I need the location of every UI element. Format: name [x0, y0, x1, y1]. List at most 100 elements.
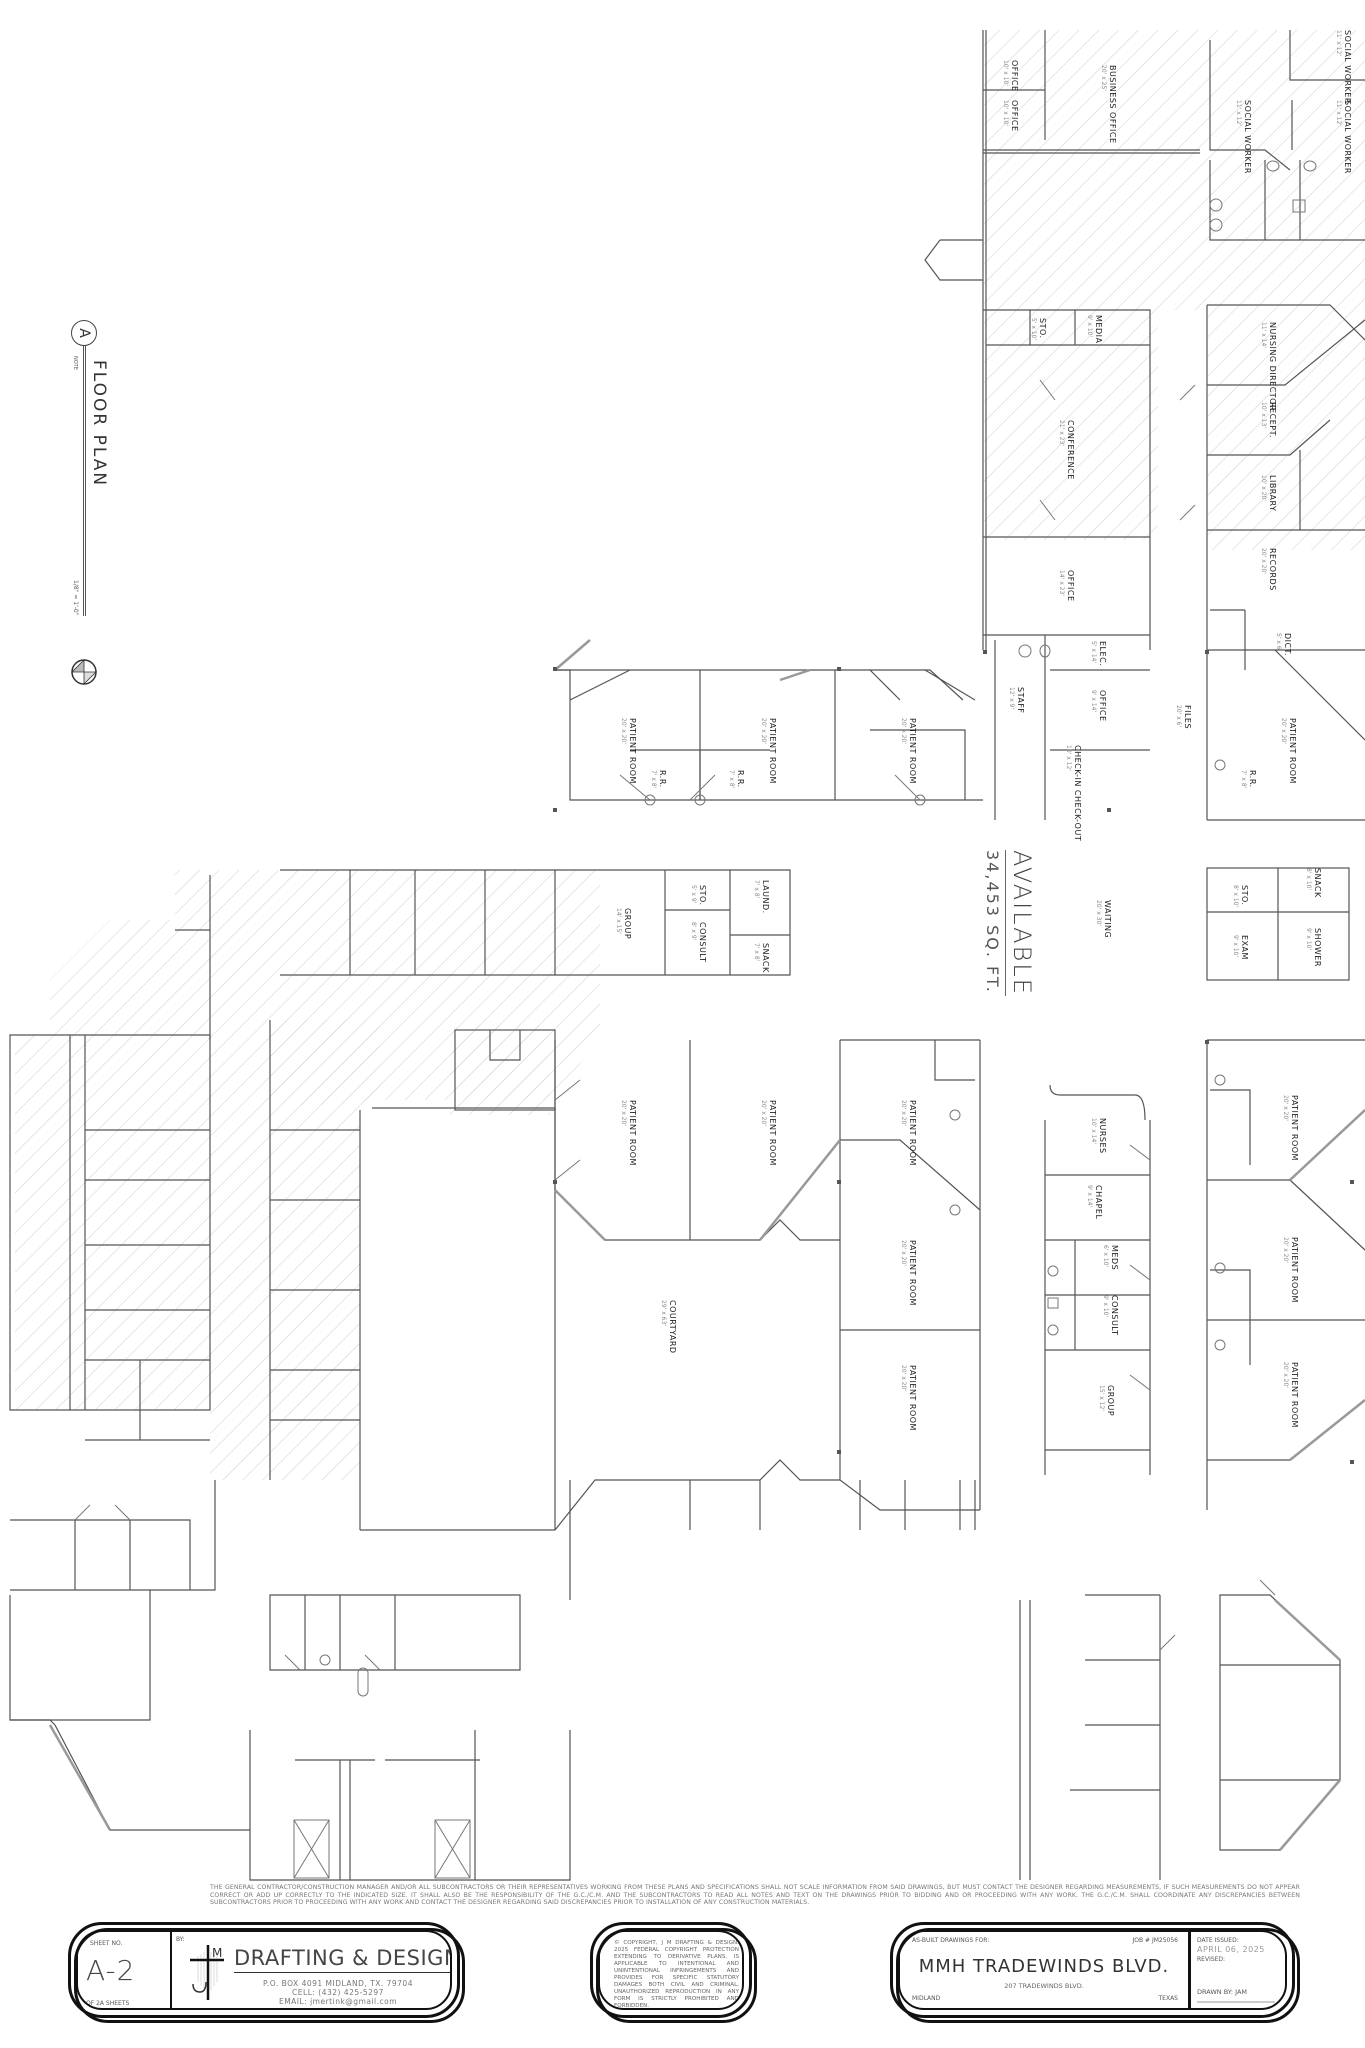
view-title: FLOOR PLAN: [89, 360, 109, 488]
title-underline: [83, 346, 86, 616]
door-swings: [74, 379, 1276, 1671]
svg-text:20' x 20': 20' x 20': [1280, 718, 1287, 744]
svg-text:M: M: [212, 1946, 222, 1960]
svg-text:PATIENT ROOM: PATIENT ROOM: [908, 1365, 917, 1431]
svg-text:12' x 9': 12' x 9': [1008, 687, 1015, 709]
dates-cell: DATE ISSUED: APRIL 06, 2025 REVISED: DRA…: [1191, 1932, 1285, 2008]
svg-text:NURSES: NURSES: [1098, 1118, 1107, 1154]
room-label-rr: R.R.7' x 8': [728, 770, 745, 789]
plumbing-fixtures: [293, 160, 1317, 1879]
svg-text:PATIENT ROOM: PATIENT ROOM: [908, 1100, 917, 1166]
view-callout-bubble: A: [71, 320, 97, 346]
svg-text:9' x 14': 9' x 14': [1090, 690, 1097, 712]
title-block-firm: SHEET NO. A-2 OF 2A SHEETS BY: M DRAFTIN…: [68, 1922, 465, 2023]
project-state: TEXAS: [1158, 1995, 1178, 2002]
svg-text:8' x 10': 8' x 10': [1232, 885, 1239, 907]
svg-text:5' x 9': 5' x 9': [690, 885, 697, 904]
svg-text:SNACK: SNACK: [1313, 868, 1322, 898]
svg-text:10' x 10': 10' x 10': [1002, 60, 1009, 86]
title-block-project: AS-BUILT DRAWINGS FOR: JOB # JM25056 MMH…: [890, 1922, 1300, 2023]
drawing-scale: 1/8" = 1'-0": [72, 580, 79, 616]
svg-text:8' x 10': 8' x 10': [1305, 868, 1312, 890]
drawn-by: DRAWN BY: JAM: [1197, 1988, 1248, 1996]
svg-text:SHOWER: SHOWER: [1313, 928, 1322, 967]
svg-text:MEDIA: MEDIA: [1094, 315, 1103, 343]
svg-text:EXAM: EXAM: [1240, 935, 1249, 960]
svg-text:20' x 25': 20' x 25': [1100, 65, 1107, 91]
svg-text:WAITING: WAITING: [1103, 900, 1112, 938]
svg-text:11' x 14': 11' x 14': [1260, 322, 1267, 348]
svg-text:15' x 12': 15' x 12': [1098, 1385, 1105, 1411]
svg-text:PATIENT ROOM: PATIENT ROOM: [908, 718, 917, 784]
available-sqft: 34,453 SQ. FT.: [983, 850, 1002, 994]
firm-email: EMAIL: jmertink@gmail.com: [278, 1997, 398, 2006]
job-number: JOB # JM25056: [1132, 1937, 1178, 1944]
north-arrow-icon: [71, 659, 97, 685]
svg-text:MEDS: MEDS: [1110, 1245, 1119, 1270]
svg-text:20' x 20': 20' x 20': [1282, 1362, 1289, 1388]
svg-text:BUSINESS OFFICE: BUSINESS OFFICE: [1108, 65, 1117, 144]
svg-text:PATIENT ROOM: PATIENT ROOM: [628, 718, 637, 784]
room-label-sto: STO.5' x 9': [690, 885, 707, 905]
svg-text:PATIENT ROOM: PATIENT ROOM: [628, 1100, 637, 1166]
svg-text:20' x 20': 20' x 20': [760, 1100, 767, 1126]
svg-text:20' x 20': 20' x 20': [900, 1100, 907, 1126]
svg-text:20' x 20': 20' x 20': [900, 718, 907, 744]
svg-text:11' x 12': 11' x 12': [1235, 100, 1242, 126]
revised-label: REVISED:: [1197, 1956, 1226, 1963]
svg-text:STAFF: STAFF: [1016, 687, 1025, 714]
svg-text:11' x 12': 11' x 12': [1335, 30, 1342, 56]
firm-name: DRAFTING & DESIGN: [234, 1946, 450, 1973]
svg-text:CONFERENCE: CONFERENCE: [1066, 420, 1075, 480]
project-city: MIDLAND: [912, 1995, 941, 2002]
svg-text:NURSING DIRECTOR: NURSING DIRECTOR: [1268, 322, 1277, 411]
svg-text:SOCIAL WORKER: SOCIAL WORKER: [1243, 100, 1252, 174]
svg-text:OFFICE: OFFICE: [1010, 100, 1019, 132]
svg-text:9' x 10': 9' x 10': [1102, 1295, 1109, 1317]
svg-text:14' x 15': 14' x 15': [615, 908, 622, 934]
svg-text:20' x 20': 20' x 20': [1260, 548, 1267, 574]
drawings-for-label: AS-BUILT DRAWINGS FOR:: [912, 1937, 990, 1944]
svg-text:COURTYARD: COURTYARD: [668, 1300, 677, 1354]
sheet-count: OF 2A SHEETS: [86, 2000, 130, 2007]
room-label-rr: R.R.7' x 8': [650, 770, 667, 789]
svg-text:GROUP: GROUP: [623, 908, 632, 939]
room-label-rr: R.R.7' x 8': [1240, 770, 1257, 789]
svg-text:PATIENT ROOM: PATIENT ROOM: [1290, 1095, 1299, 1161]
room-label-dict: DICT.5' x 6': [1275, 633, 1292, 656]
svg-text:21' x 23': 21' x 23': [1058, 420, 1065, 446]
date-issued: APRIL 06, 2025: [1197, 1945, 1265, 1954]
firm-address: P.O. BOX 4091 MIDLAND, TX. 79704: [263, 1979, 413, 1988]
svg-text:ELEC.: ELEC.: [1098, 641, 1107, 666]
hatched-existing-areas: [15, 30, 1365, 1480]
room-label-sto: STO.5' x 10': [1030, 318, 1047, 340]
firm-cell: BY: M DRAFTING & DESIGN P.O. BOX 4091 MI…: [172, 1932, 450, 2008]
svg-text:5' x 10': 5' x 10': [1030, 318, 1037, 340]
svg-text:CONSULT: CONSULT: [1110, 1295, 1119, 1336]
svg-text:OFFICE: OFFICE: [1066, 570, 1075, 602]
svg-text:STO.: STO.: [1240, 885, 1249, 905]
svg-text:RECEPT.: RECEPT.: [1268, 402, 1277, 438]
svg-text:PATIENT ROOM: PATIENT ROOM: [1290, 1237, 1299, 1303]
svg-text:20' x 20': 20' x 20': [1282, 1237, 1289, 1263]
